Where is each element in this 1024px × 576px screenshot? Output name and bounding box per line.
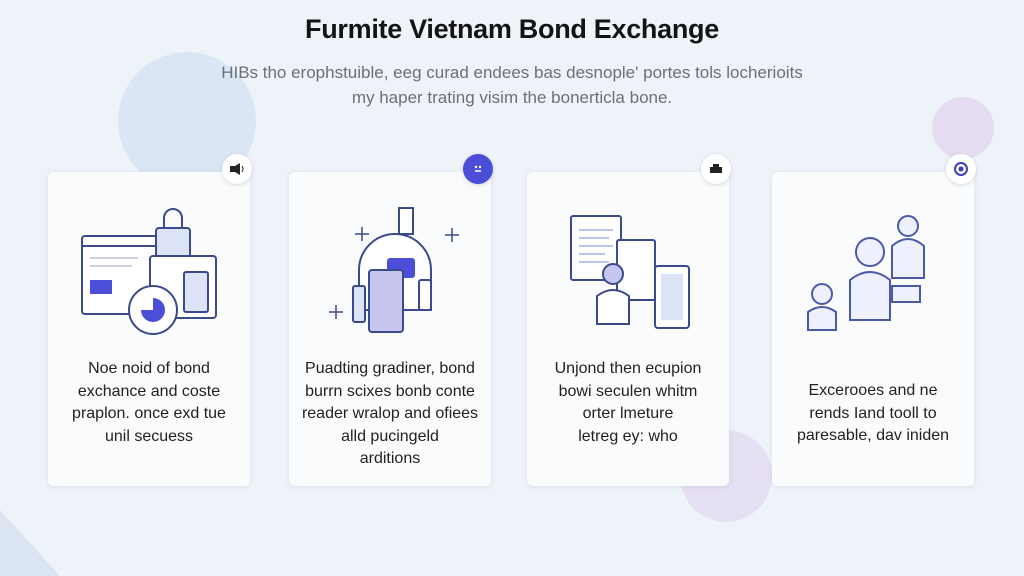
text-line: Excerooes and ne: [808, 382, 938, 399]
text-line: alld pucingeld: [341, 427, 439, 445]
text-line: praplon. once exd tue: [72, 405, 226, 422]
text-line: arditions: [359, 450, 421, 467]
card-description: Unjond then ecupion bowi seculen whitm o…: [535, 358, 721, 448]
text-line: rends Iand tooll to: [809, 404, 937, 422]
page-title: Furmite Vietnam Bond Exchange: [305, 14, 719, 44]
face-icon[interactable]: [463, 154, 493, 184]
people-illustration: [807, 215, 925, 331]
feature-card[interactable]: Excerooes and ne rends Iand tooll to par…: [772, 154, 976, 486]
card-description: Excerooes and ne rends Iand tooll to par…: [780, 380, 966, 448]
text-line: burrn scixes bonb conte: [305, 382, 475, 400]
subtitle-line: my haper trating visim the bonerticla bo…: [351, 88, 673, 107]
text-line: letreg ey: who: [578, 427, 678, 445]
text-line: Unjond then ecupion: [554, 360, 702, 377]
browser-lock-illustration: [81, 208, 217, 335]
feature-card[interactable]: Puadting gradiner, bond burrn scixes bon…: [289, 154, 493, 486]
printer-icon[interactable]: [701, 154, 731, 184]
text-line: bowi seculen whitm: [558, 382, 698, 400]
text-line: paresable, dav iniden: [796, 427, 950, 444]
document-person-illustration: [570, 215, 690, 329]
vault-illustration: [329, 207, 459, 333]
text-line: reader wralop and ofiees: [301, 405, 479, 422]
text-line: orter lmeture: [582, 405, 674, 422]
text-line: Puadting gradiner, bond: [305, 360, 475, 377]
text-line: unil secuess: [104, 427, 194, 445]
feature-card[interactable]: Noe noid of bond exchance and coste prap…: [48, 154, 252, 486]
page-subtitle: HIBs tho erophstuible, eeg curad endees …: [0, 60, 1024, 110]
subtitle-line: HIBs tho erophstuible, eeg curad endees …: [221, 63, 803, 82]
decor-triangle: [0, 510, 60, 576]
card-description: Noe noid of bond exchance and coste prap…: [56, 358, 242, 448]
text-line: exchance and coste: [77, 382, 221, 400]
decor-circle: [932, 97, 994, 159]
speaker-icon[interactable]: [222, 154, 252, 184]
card-description: Puadting gradiner, bond burrn scixes bon…: [297, 358, 483, 471]
text-line: Noe noid of bond: [88, 360, 210, 377]
refresh-globe-icon[interactable]: [946, 154, 976, 184]
feature-card[interactable]: Unjond then ecupion bowi seculen whitm o…: [527, 154, 731, 486]
